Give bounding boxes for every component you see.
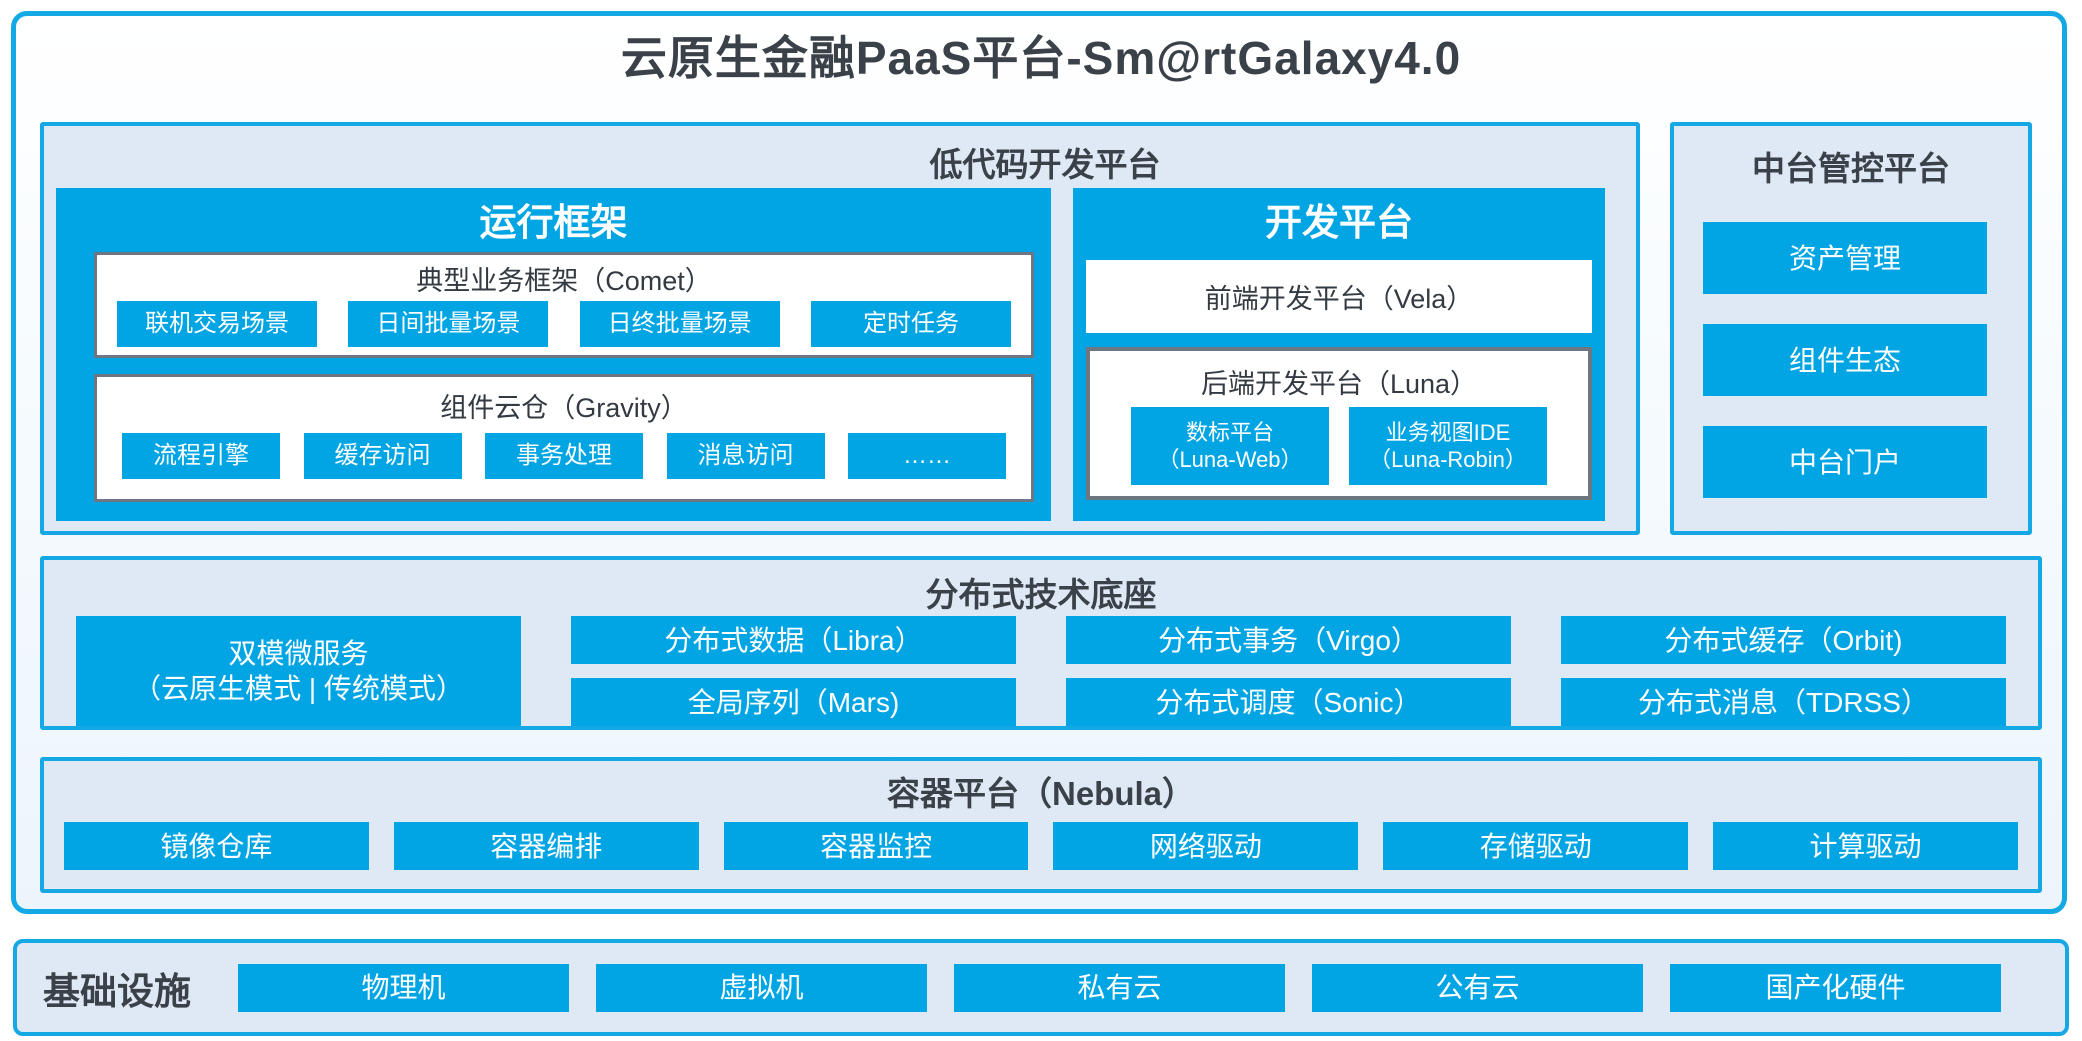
container-row: 镜像仓库 容器编排 容器监控 网络驱动 存储驱动 计算驱动 bbox=[44, 822, 2038, 870]
box-comet-framework: 典型业务框架（Comet） 联机交易场景 日间批量场景 日终批量场景 定时任务 bbox=[94, 252, 1034, 358]
container-header: 容器平台（Nebula） bbox=[886, 775, 1196, 812]
luna-web-line1: 数标平台 bbox=[1185, 419, 1274, 445]
section-container-platform: 容器平台（Nebula） 镜像仓库 容器编排 容器监控 网络驱动 存储驱动 计算… bbox=[40, 757, 2042, 893]
node-message-access: 消息访问 bbox=[666, 433, 825, 479]
dev-title: 开发平台 bbox=[1265, 202, 1413, 243]
node-image-registry: 镜像仓库 bbox=[64, 822, 369, 870]
node-tdrss: 分布式消息（TDRSS） bbox=[1561, 678, 2006, 726]
node-component-ecosystem: 组件生态 bbox=[1703, 324, 1987, 396]
node-eod-batch: 日终批量场景 bbox=[579, 301, 780, 347]
node-mars: 全局序列（Mars) bbox=[571, 678, 1016, 726]
node-cache-access: 缓存访问 bbox=[303, 433, 462, 479]
node-physical-machine: 物理机 bbox=[238, 963, 569, 1012]
midplatform-header: 中台管控平台 bbox=[1752, 150, 1950, 187]
section-lowcode-platform: 低代码开发平台 运行框架 典型业务框架（Comet） 联机交易场景 日间批量场景… bbox=[40, 122, 1640, 535]
node-compute-driver: 计算驱动 bbox=[1713, 822, 2018, 870]
section-midplatform-mgmt: 中台管控平台 资产管理 组件生态 中台门户 bbox=[1670, 122, 2032, 535]
distributed-col-dual: 双模微服务 （云原生模式 | 传统模式） bbox=[76, 616, 521, 726]
box-gravity-warehouse: 组件云仓（Gravity） 流程引擎 缓存访问 事务处理 消息访问 …… bbox=[94, 374, 1034, 502]
gravity-title: 组件云仓（Gravity） bbox=[440, 392, 688, 423]
node-transaction-processing: 事务处理 bbox=[485, 433, 643, 479]
comet-title: 典型业务框架（Comet） bbox=[416, 265, 712, 296]
box-vela-frontend: 前端开发平台（Vela） bbox=[1086, 260, 1592, 333]
distributed-header: 分布式技术底座 bbox=[925, 576, 1157, 613]
comet-row: 联机交易场景 日间批量场景 日终批量场景 定时任务 bbox=[97, 301, 1031, 347]
node-dual-mode-microservice: 双模微服务 （云原生模式 | 传统模式） bbox=[76, 616, 521, 726]
gravity-row: 流程引擎 缓存访问 事务处理 消息访问 …… bbox=[97, 433, 1031, 479]
node-orbit: 分布式缓存（Orbit) bbox=[1561, 616, 2006, 664]
node-asset-management: 资产管理 bbox=[1703, 222, 1987, 294]
dual-line1: 双模微服务 bbox=[228, 638, 369, 669]
node-scheduled-task: 定时任务 bbox=[810, 301, 1011, 347]
node-libra: 分布式数据（Libra） bbox=[571, 616, 1016, 664]
luna-web-line2: （Luna-Web） bbox=[1157, 447, 1303, 472]
runtime-title: 运行框架 bbox=[479, 202, 628, 243]
lowcode-header: 低代码开发平台 bbox=[929, 146, 1161, 183]
node-online-trading: 联机交易场景 bbox=[117, 301, 317, 347]
luna-row: 数标平台 （Luna-Web） 业务视图IDE （Luna-Robin） bbox=[1090, 407, 1588, 485]
node-private-cloud: 私有云 bbox=[954, 963, 1285, 1012]
node-virtual-machine: 虚拟机 bbox=[596, 963, 927, 1012]
luna-robin-line2: （Luna-Robin） bbox=[1369, 447, 1527, 472]
luna-title: 后端开发平台（Luna） bbox=[1200, 368, 1478, 399]
node-luna-robin: 业务视图IDE （Luna-Robin） bbox=[1349, 407, 1547, 485]
box-luna-backend: 后端开发平台（Luna） 数标平台 （Luna-Web） 业务视图IDE （Lu… bbox=[1086, 347, 1592, 500]
node-container-orchestration: 容器编排 bbox=[393, 822, 699, 870]
distributed-col-3: 分布式缓存（Orbit) 分布式消息（TDRSS） bbox=[1561, 616, 2006, 726]
dual-line2: （云原生模式 | 传统模式） bbox=[133, 673, 464, 704]
panel-dev-platform: 开发平台 前端开发平台（Vela） 后端开发平台（Luna） 数标平台 （Lun… bbox=[1073, 188, 1605, 521]
node-container-monitoring: 容器监控 bbox=[723, 822, 1029, 870]
node-midplatform-portal: 中台门户 bbox=[1703, 426, 1987, 498]
panel-runtime-framework: 运行框架 典型业务框架（Comet） 联机交易场景 日间批量场景 日终批量场景 … bbox=[56, 188, 1051, 521]
node-luna-web: 数标平台 （Luna-Web） bbox=[1131, 407, 1329, 485]
page-title: 云原生金融PaaS平台-Sm@rtGalaxy4.0 bbox=[620, 32, 1462, 84]
node-public-cloud: 公有云 bbox=[1312, 963, 1643, 1012]
section-distributed-base: 分布式技术底座 双模微服务 （云原生模式 | 传统模式） 分布式数据（Libra… bbox=[40, 556, 2042, 730]
node-process-engine: 流程引擎 bbox=[122, 433, 280, 479]
node-domestic-hardware: 国产化硬件 bbox=[1670, 963, 2001, 1012]
distributed-content: 双模微服务 （云原生模式 | 传统模式） 分布式数据（Libra） 全局序列（M… bbox=[44, 616, 2038, 726]
infrastructure-row: 物理机 虚拟机 私有云 公有云 国产化硬件 bbox=[238, 963, 2001, 1012]
node-virgo: 分布式事务（Virgo） bbox=[1066, 616, 1511, 664]
vela-label: 前端开发平台（Vela） bbox=[1204, 284, 1474, 314]
distributed-col-2: 分布式事务（Virgo） 分布式调度（Sonic） bbox=[1066, 616, 1511, 726]
luna-robin-line1: 业务视图IDE bbox=[1385, 419, 1511, 445]
node-sonic: 分布式调度（Sonic） bbox=[1066, 678, 1511, 726]
infrastructure-header: 基础设施 bbox=[43, 970, 191, 1012]
distributed-col-1: 分布式数据（Libra） 全局序列（Mars) bbox=[571, 616, 1016, 726]
node-network-driver: 网络驱动 bbox=[1053, 822, 1359, 870]
section-infrastructure: 基础设施 物理机 虚拟机 私有云 公有云 国产化硬件 bbox=[13, 939, 2069, 1036]
node-storage-driver: 存储驱动 bbox=[1383, 822, 1689, 870]
node-ellipsis: …… bbox=[848, 433, 1006, 479]
node-daytime-batch: 日间批量场景 bbox=[348, 301, 549, 347]
